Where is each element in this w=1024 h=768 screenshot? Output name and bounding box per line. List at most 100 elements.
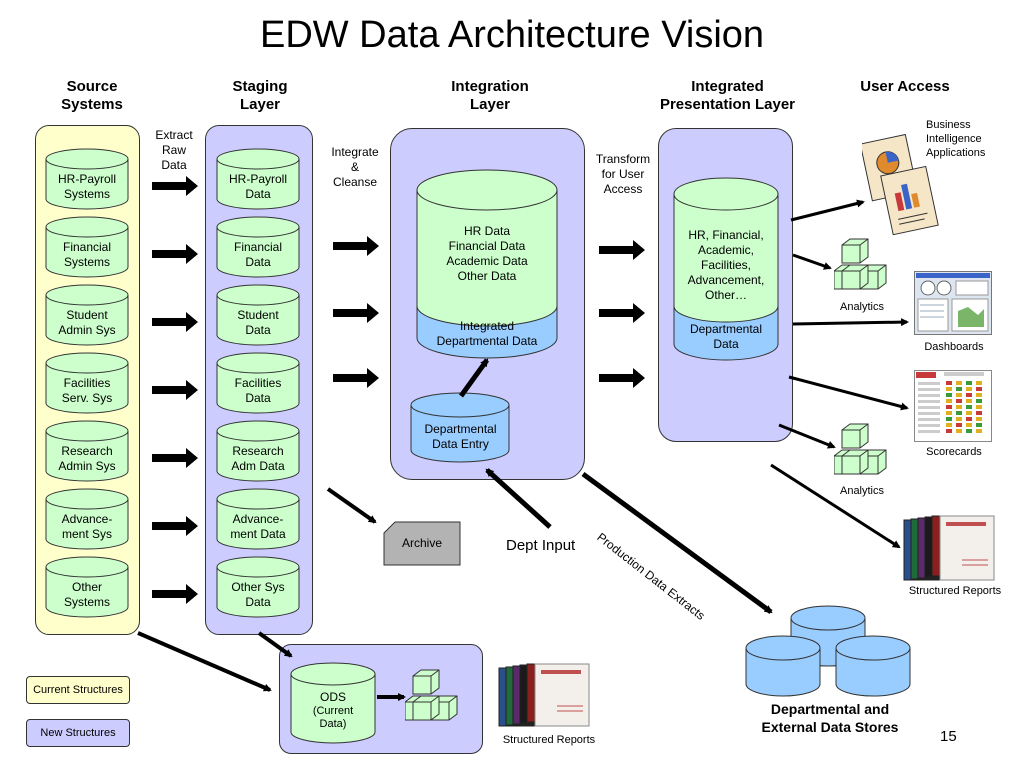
- ods-sublabel: (Current Data): [312, 705, 354, 730]
- transform-label: Transform for User Access: [595, 152, 651, 196]
- data-stores-group: [742, 604, 918, 700]
- entry-to-integration-arrow: [458, 358, 490, 398]
- source-system-cylinder: Student Admin Sys: [45, 284, 129, 346]
- production-extracts-arrow: [581, 471, 773, 615]
- integrate-label: Integrate & Cleanse: [331, 145, 379, 189]
- staging-data-cylinder-label: Other Sys Data: [231, 580, 285, 609]
- integration-bottom-text: Integrated Departmental Data: [436, 319, 538, 348]
- to-bi-arrow: [790, 199, 865, 222]
- presentation-cylinder-shape: [673, 177, 779, 361]
- integration-cylinder: HR Data Financial Data Academic Data Oth…: [416, 168, 558, 360]
- analytics-cubes-icon: [833, 420, 894, 482]
- dashboard-icon: [914, 271, 992, 335]
- archive-shape-graphic: [383, 521, 461, 566]
- structured-reports-label: Structured Reports: [908, 585, 1002, 597]
- archive-shape: Archive: [383, 521, 461, 566]
- source-system-cylinder: Advance- ment Sys: [45, 488, 129, 550]
- heading-staging-layer: Staging Layer: [232, 78, 288, 113]
- dept-input-arrow: [485, 468, 552, 529]
- source-system-cylinder-label: Advance- ment Sys: [61, 512, 113, 541]
- data-stores-label: Departmental and External Data Stores: [761, 701, 899, 735]
- ods-cylinder: ODS (Current Data): [290, 662, 376, 744]
- bi-label: Business Intelligence Applications: [926, 119, 986, 159]
- staging-data-cylinder: Advance- ment Data: [216, 488, 300, 550]
- analytics1-label: Analytics: [839, 301, 885, 313]
- staging-to-archive-arrow: [326, 487, 377, 524]
- source-system-cylinder: Research Admin Sys: [45, 420, 129, 482]
- archive-label: Archive: [401, 536, 442, 550]
- source-to-ods-arrow: [137, 631, 272, 692]
- transform-arrow: [599, 240, 645, 260]
- dashboards-label: Dashboards: [924, 341, 984, 353]
- presentation-top-text: HR, Financial, Academic, Facilities, Adv…: [687, 228, 765, 302]
- staging-data-cylinder: Research Adm Data: [216, 420, 300, 482]
- staging-data-cylinder-label: Research Adm Data: [231, 444, 285, 473]
- staging-data-cylinder-label: Financial Data: [233, 240, 283, 269]
- source-system-cylinder-label: Research Admin Sys: [58, 444, 116, 473]
- presentation-bottom-text: Departmental Data: [689, 322, 763, 351]
- scorecards-label: Scorecards: [926, 446, 982, 458]
- integrate-arrow: [333, 303, 379, 323]
- ods-structured-reports-icon: [497, 660, 595, 730]
- fat-arrows: [152, 176, 645, 604]
- extract-arrow: [152, 312, 198, 332]
- to-dashboards-arrow: [792, 318, 909, 327]
- to-analytics1-arrow: [792, 253, 832, 270]
- heading-presentation-layer: Integrated Presentation Layer: [659, 78, 796, 113]
- staging-data-cylinder: Other Sys Data: [216, 556, 300, 618]
- ods-analytics-cubes-icon: [404, 666, 467, 730]
- staging-data-cylinder: Financial Data: [216, 216, 300, 278]
- staging-data-cylinder: Facilities Data: [216, 352, 300, 414]
- analytics2-label: Analytics: [839, 485, 885, 497]
- to-reports-arrow: [770, 463, 901, 549]
- ods-label: ODS: [319, 690, 346, 704]
- ods-structured-reports-label: Structured Reports: [502, 734, 596, 746]
- page-number: 15: [940, 728, 957, 745]
- integration-cylinder-shape: [416, 169, 558, 359]
- extract-arrow: [152, 176, 198, 196]
- structured-reports-icon: [902, 512, 1000, 584]
- transform-arrow: [599, 303, 645, 323]
- to-analytics2-arrow: [778, 423, 836, 449]
- analytics-cubes-icon: [833, 235, 894, 297]
- extract-arrow: [152, 584, 198, 604]
- presentation-cylinder: HR, Financial, Academic, Facilities, Adv…: [673, 176, 779, 362]
- legend-new-structures: New Structures: [26, 719, 130, 747]
- heading-source-systems: Source Systems: [61, 78, 123, 113]
- staging-data-cylinder-label: Facilities Data: [234, 376, 282, 405]
- source-system-cylinder-label: Financial Systems: [62, 240, 112, 269]
- staging-to-ods-arrow: [257, 631, 293, 658]
- source-system-cylinder: HR-Payroll Systems: [45, 148, 129, 210]
- source-system-cylinder-label: Student Admin Sys: [58, 308, 116, 337]
- staging-data-cylinder: HR-Payroll Data: [216, 148, 300, 210]
- data-stores-graphic: [745, 605, 911, 697]
- dept-data-entry-shape: [410, 392, 510, 463]
- to-scorecards-arrow: [788, 375, 909, 411]
- dept-input-label: Dept Input: [506, 537, 576, 554]
- source-system-cylinder: Financial Systems: [45, 216, 129, 278]
- bi-applications-icon: [859, 128, 942, 240]
- extract-arrow: [152, 380, 198, 400]
- heading-user-access: User Access: [860, 78, 950, 95]
- extract-arrow: [152, 244, 198, 264]
- slide-title: EDW Data Architecture Vision: [259, 14, 765, 56]
- staging-data-cylinder-label: HR-Payroll Data: [228, 172, 287, 201]
- legend-current-structures: Current Structures: [26, 676, 130, 704]
- source-system-cylinder-label: HR-Payroll Systems: [57, 172, 116, 201]
- staging-data-cylinder-label: Advance- ment Data: [230, 512, 286, 541]
- integrate-arrow: [333, 236, 379, 256]
- transform-arrow: [599, 368, 645, 388]
- extract-arrow: [152, 516, 198, 536]
- dept-data-entry-text: Departmental Data Entry: [424, 422, 497, 451]
- ods-cylinder-shape: [290, 662, 376, 744]
- scorecard-icon: [914, 370, 992, 442]
- heading-integration-layer: Integration Layer: [451, 78, 529, 113]
- source-system-cylinder-label: Other Systems: [63, 580, 110, 609]
- staging-data-cylinder: Student Data: [216, 284, 300, 346]
- source-system-cylinder-label: Facilities Serv. Sys: [61, 376, 113, 405]
- integration-top-text: HR Data Financial Data Academic Data Oth…: [446, 224, 528, 283]
- integrate-arrow: [333, 368, 379, 388]
- extract-arrow: [152, 448, 198, 468]
- dept-data-entry-cylinder: Departmental Data Entry: [410, 392, 511, 464]
